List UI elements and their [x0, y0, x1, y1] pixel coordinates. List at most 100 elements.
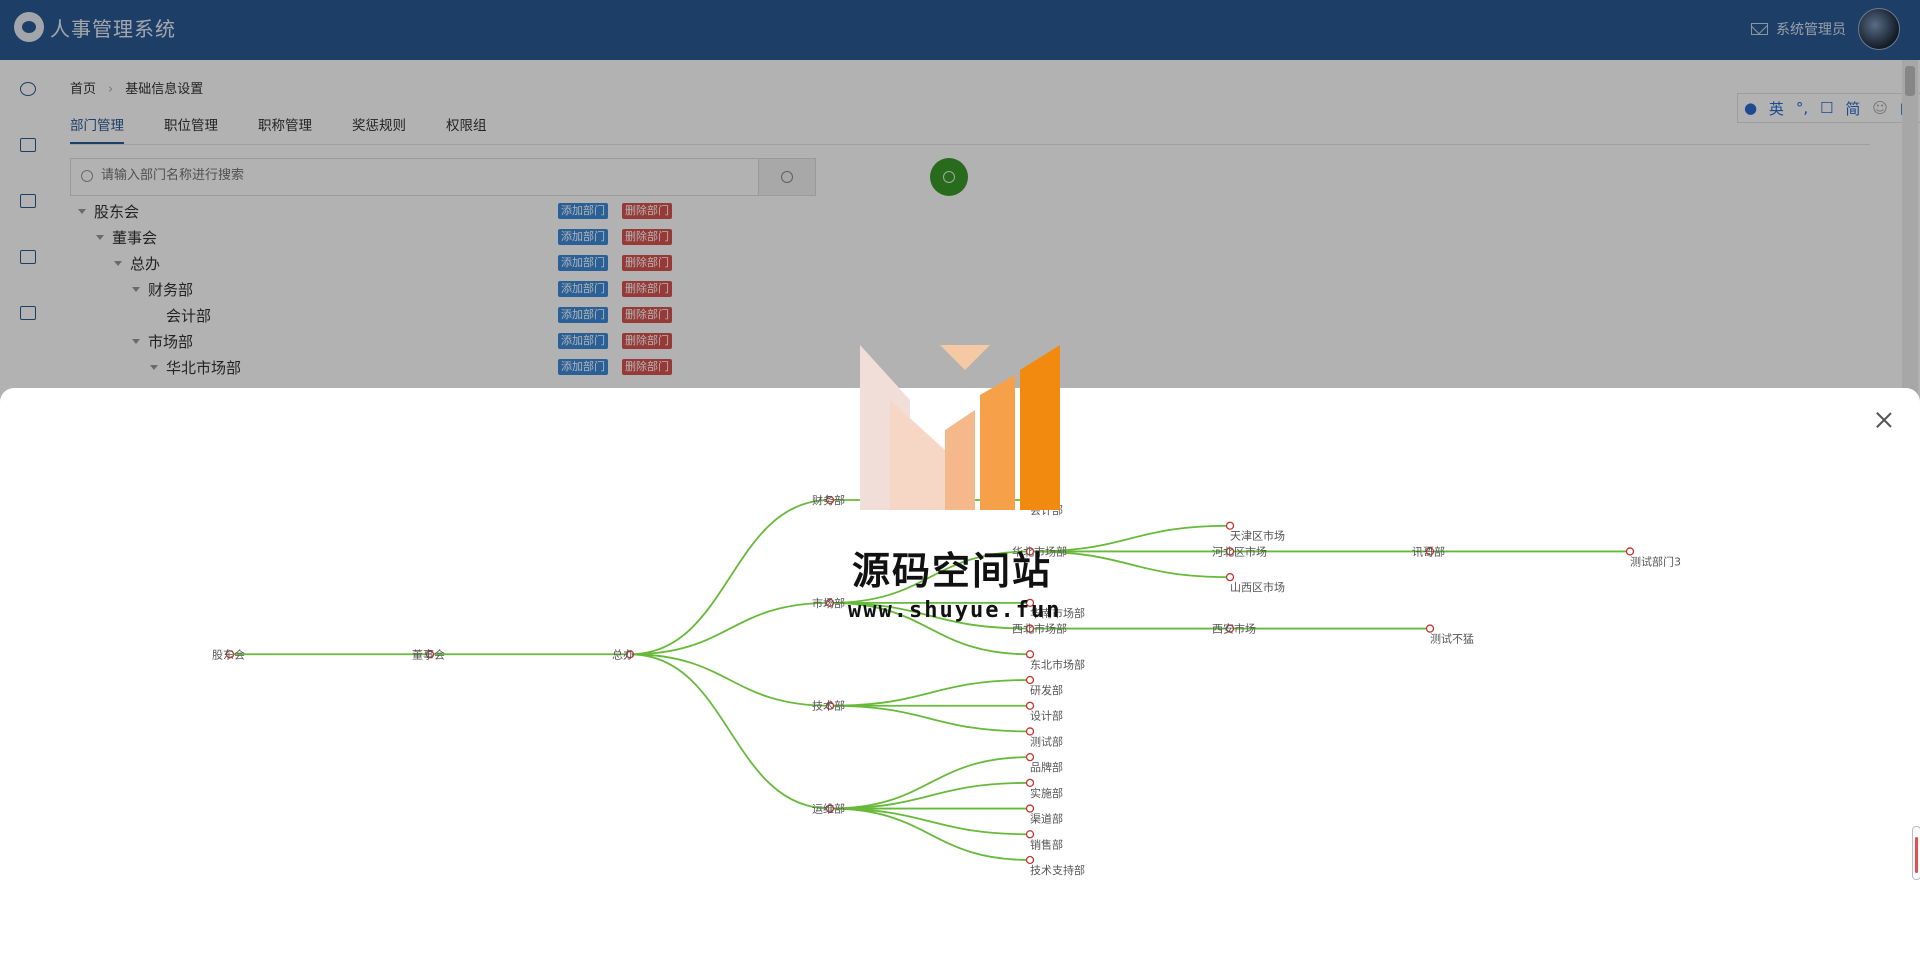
delete-department-button[interactable]: 删除部门 — [622, 307, 672, 323]
org-tree-chart: 会计部财务部天津区市场测试部门3讯哥部河北区市场山西区市场华北市场部华南市场部测… — [212, 493, 1681, 877]
tree-node[interactable] — [1225, 521, 1235, 530]
caret-down-icon[interactable] — [96, 234, 104, 240]
tree-node-label: 测试不猛 — [1430, 633, 1474, 646]
tab-permission-group[interactable]: 权限组 — [446, 118, 487, 134]
tree-row[interactable]: 会计部 — [150, 304, 211, 326]
tree-node[interactable] — [1225, 572, 1235, 582]
tree-node[interactable] — [1025, 675, 1035, 685]
caret-down-icon[interactable] — [150, 364, 158, 370]
tree-node[interactable] — [1025, 830, 1035, 839]
paw-icon[interactable]: ● — [1743, 99, 1758, 117]
money-icon[interactable] — [20, 194, 36, 208]
scrollbar-thumb[interactable] — [1905, 66, 1915, 96]
tree-node[interactable] — [1425, 624, 1435, 633]
cup-icon[interactable]: ☐ — [1820, 99, 1834, 117]
add-department-button[interactable]: 添加部门 — [558, 359, 608, 375]
tree-link — [829, 601, 1031, 630]
tree-node[interactable] — [625, 650, 635, 659]
tree-node[interactable] — [1025, 855, 1035, 865]
tree-node[interactable] — [1025, 752, 1035, 762]
tree-node[interactable] — [1025, 727, 1035, 736]
tree-node[interactable] — [825, 701, 835, 710]
user-icon[interactable] — [20, 82, 36, 96]
tree-node[interactable] — [1025, 804, 1035, 813]
delete-department-button[interactable]: 删除部门 — [622, 203, 672, 219]
delete-department-button[interactable]: 删除部门 — [622, 281, 672, 297]
tab-position[interactable]: 职位管理 — [164, 118, 218, 134]
admin-name[interactable]: 系统管理员 — [1776, 22, 1846, 38]
tree-row[interactable]: 总办 — [114, 252, 160, 274]
lang-simplified-button[interactable]: 简 — [1845, 99, 1861, 118]
tree-link — [1029, 524, 1231, 553]
tree-node-label: 测试部 — [1030, 734, 1063, 748]
tree-node-label: 河北区市场 — [1212, 544, 1267, 558]
punct-icon[interactable]: °, — [1795, 99, 1809, 117]
tree-node[interactable] — [1025, 598, 1035, 608]
dialog-scroll-indicator[interactable] — [1912, 826, 1920, 880]
tree-node-label: 西安市场 — [1212, 622, 1256, 636]
tree-node-label: 设计部 — [1030, 709, 1063, 723]
tree-link — [829, 601, 1031, 656]
tree-row[interactable]: 市场部 — [132, 330, 193, 352]
caret-down-icon[interactable] — [132, 338, 140, 344]
tree-link — [629, 499, 831, 656]
tree-node[interactable] — [225, 650, 235, 659]
id-card-icon[interactable] — [20, 138, 36, 152]
add-department-button[interactable]: 添加部门 — [558, 281, 608, 297]
breadcrumb-home[interactable]: 首页 — [70, 82, 97, 97]
tree-link — [829, 807, 1031, 836]
tree-row[interactable]: 股东会 — [78, 200, 139, 222]
tree-node[interactable] — [1025, 701, 1035, 710]
delete-department-button[interactable]: 删除部门 — [622, 229, 672, 245]
tree-node[interactable] — [1025, 778, 1035, 788]
user-area: 系统管理员 — [1751, 8, 1900, 50]
tree-link — [829, 807, 1031, 861]
tree-node-label: 山西区市场 — [1230, 580, 1285, 594]
add-department-button[interactable]: 添加部门 — [558, 229, 608, 245]
tree-node[interactable] — [1225, 624, 1235, 633]
tree-row[interactable]: 财务部 — [132, 278, 193, 300]
tab-department[interactable]: 部门管理 — [70, 114, 124, 144]
caret-down-icon[interactable] — [78, 208, 86, 214]
tree-node[interactable] — [1225, 547, 1235, 556]
add-department-button[interactable]: 添加部门 — [558, 333, 608, 349]
delete-department-button[interactable]: 删除部门 — [622, 333, 672, 349]
add-department-button[interactable]: 添加部门 — [558, 307, 608, 323]
tree-node[interactable] — [825, 804, 835, 813]
chart-icon[interactable] — [20, 250, 36, 264]
caret-down-icon[interactable] — [132, 286, 140, 292]
delete-department-button[interactable]: 删除部门 — [622, 255, 672, 271]
windows-icon[interactable] — [20, 306, 36, 320]
search-button[interactable] — [758, 159, 815, 195]
tree-link — [629, 653, 831, 707]
delete-department-button[interactable]: 删除部门 — [622, 359, 672, 375]
lang-en-button[interactable]: 英 — [1768, 99, 1784, 118]
tab-reward-rules[interactable]: 奖惩规则 — [352, 118, 406, 134]
tree-link — [829, 756, 1031, 810]
caret-down-icon[interactable] — [114, 260, 122, 266]
tree-node[interactable] — [1625, 547, 1635, 556]
tree-node-label: 市场部 — [812, 596, 845, 610]
tab-title[interactable]: 职称管理 — [258, 118, 312, 134]
add-department-button[interactable]: 添加部门 — [558, 203, 608, 219]
tree-node-label: 股东会 — [94, 202, 140, 221]
tree-node[interactable] — [1025, 650, 1035, 659]
tree-row[interactable]: 华北市场部 — [150, 356, 241, 378]
add-department-button[interactable]: 添加部门 — [558, 255, 608, 271]
tree-node[interactable] — [825, 495, 835, 505]
mail-icon[interactable] — [1751, 23, 1768, 35]
tree-node[interactable] — [1025, 624, 1035, 633]
tree-node[interactable] — [425, 650, 435, 659]
org-chart-button[interactable] — [930, 158, 968, 196]
tree-link — [829, 550, 1031, 604]
tree-row[interactable]: 董事会 — [96, 226, 157, 248]
top-bar: 人事管理系统 系统管理员 — [0, 0, 1920, 60]
avatar[interactable] — [1858, 8, 1900, 50]
person-icon[interactable]: ☺ — [1872, 99, 1888, 117]
tree-node[interactable] — [1425, 547, 1435, 556]
brand[interactable]: 人事管理系统 — [14, 12, 176, 42]
tree-node[interactable] — [1025, 547, 1035, 556]
search-input[interactable] — [99, 167, 753, 184]
tree-link — [829, 679, 1031, 707]
tree-node[interactable] — [825, 598, 835, 608]
